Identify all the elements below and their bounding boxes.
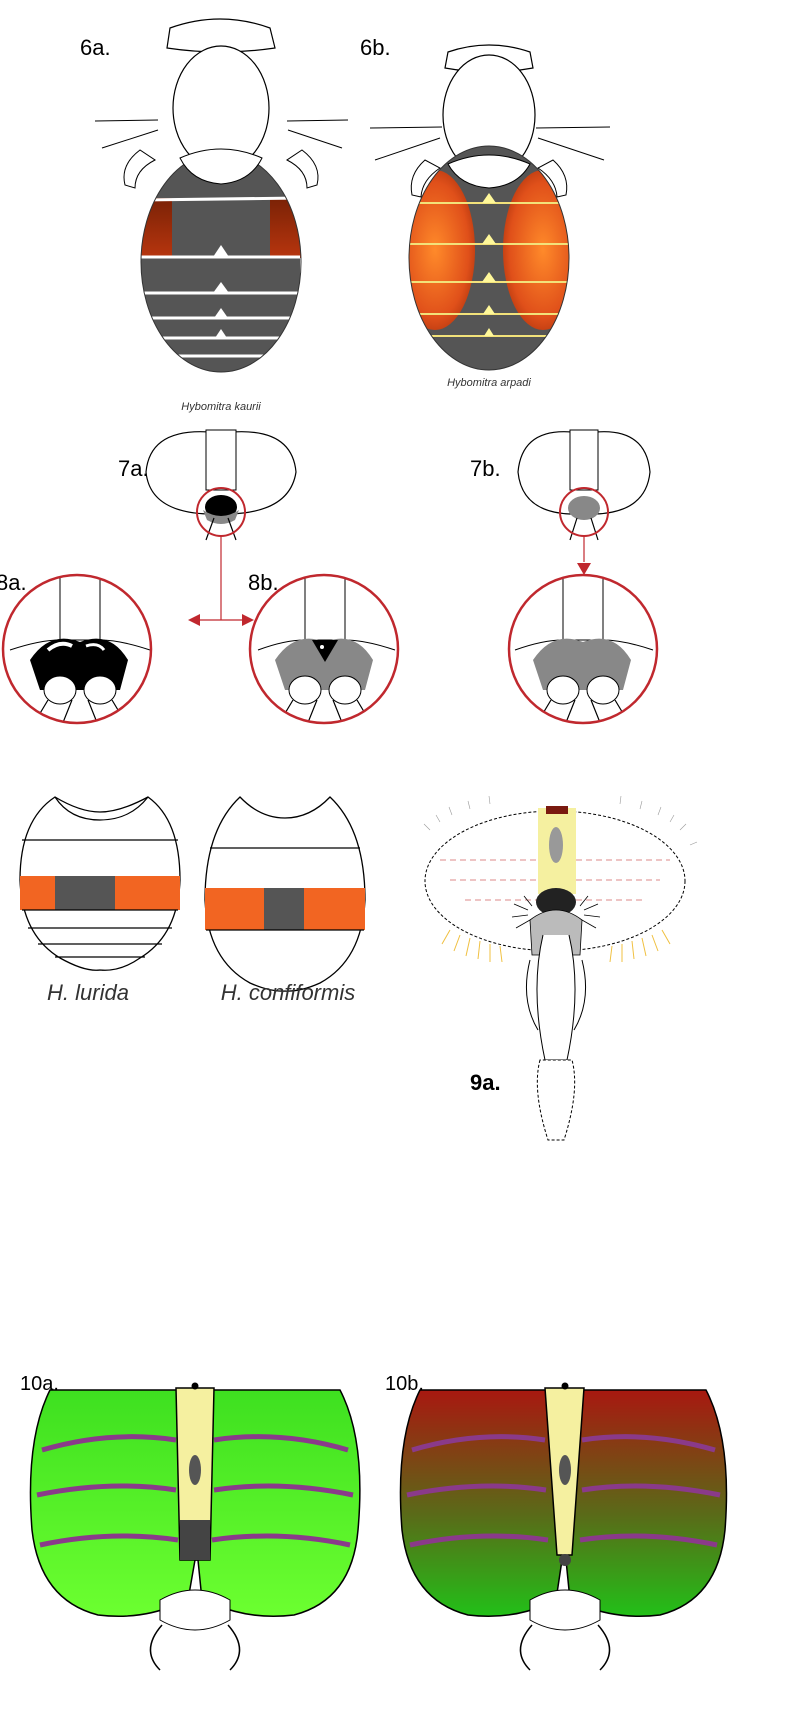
figure-7a-label: 7a. [118, 456, 149, 481]
figure-10a: 10a. [20, 1373, 360, 1670]
figure-7b: 7b. [470, 430, 650, 575]
figure-confiformis: H. confiformis [205, 797, 365, 1005]
figure-7a: 7a. [118, 430, 296, 626]
figure-9a-label: 9a. [470, 1070, 501, 1095]
figure-7b-label: 7b. [470, 456, 501, 481]
confiformis-caption: H. confiformis [221, 980, 355, 1005]
figure-8a: 8a. [0, 570, 160, 730]
figure-10b: 10b. [385, 1373, 726, 1670]
figure-6b-label: 6b. [360, 35, 391, 60]
lurida-caption: H. lurida [47, 980, 129, 1005]
figure-6a-caption: Hybomitra kaurii [181, 401, 261, 413]
figure-6b-caption: Hybomitra arpadi [447, 377, 531, 389]
figure-8b-label: 8b. [248, 570, 279, 595]
figure-lurida: H. lurida [20, 797, 180, 1005]
figure-10b-label: 10b. [385, 1373, 424, 1395]
figure-6b: 6b. Hybomitra arpadi [360, 35, 610, 389]
figure-7b-detail [505, 570, 665, 730]
figure-6a: 6a. Hybomitra kaurii [80, 19, 348, 413]
figure-8a-label: 8a. [0, 570, 27, 595]
figure-6a-label: 6a. [80, 35, 111, 60]
figure-8b: 8b. [248, 570, 410, 730]
figure-9a: 9a. [424, 796, 697, 1140]
